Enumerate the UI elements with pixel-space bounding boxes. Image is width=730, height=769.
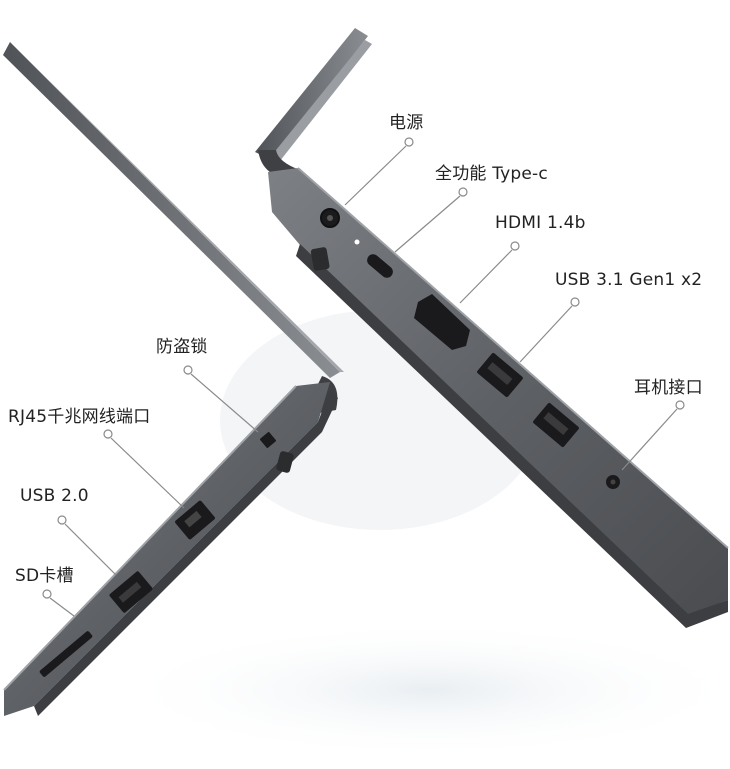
hdmi-port	[414, 294, 470, 350]
label-power: 电源	[389, 113, 424, 133]
type-c-port	[367, 254, 393, 278]
label-hdmi: HDMI 1.4b	[495, 213, 586, 233]
label-usb20: USB 2.0	[20, 486, 89, 506]
floor-shadow	[110, 620, 730, 760]
left-laptop-lid	[3, 42, 340, 378]
left-laptop	[3, 42, 344, 716]
sd-card-slot	[39, 631, 93, 677]
label-sd: SD卡槽	[15, 566, 74, 586]
label-type-c: 全功能 Type-c	[435, 164, 548, 184]
label-audio: 耳机接口	[634, 378, 703, 398]
label-usb31: USB 3.1 Gen1 x2	[555, 270, 703, 290]
security-lock-slot	[259, 431, 277, 449]
leader-lines	[42, 137, 685, 617]
right-laptop	[255, 28, 729, 628]
label-rj45: RJ45千兆网线端口	[8, 407, 151, 427]
label-lock: 防盗锁	[156, 337, 208, 357]
right-laptop-lid	[255, 28, 368, 160]
right-laptop-body	[268, 168, 728, 615]
